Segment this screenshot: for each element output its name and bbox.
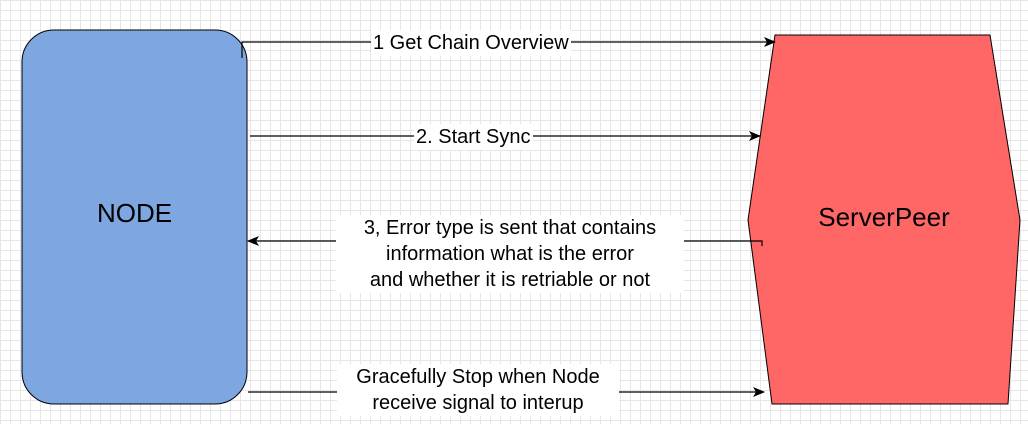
server-peer-label: ServerPeer bbox=[818, 202, 950, 232]
message-label-start-sync: 2. Start Sync bbox=[414, 124, 533, 150]
node-label: NODE bbox=[96, 198, 173, 228]
message-label-graceful-stop: Gracefully Stop when Node receive signal… bbox=[337, 364, 619, 416]
message-label-error-type: 3, Error type is sent that contains info… bbox=[336, 215, 684, 293]
message-label-get-chain-overview: 1 Get Chain Overview bbox=[371, 30, 571, 56]
arrow-get-chain-overview bbox=[241, 37, 776, 58]
server-peer-box bbox=[747, 34, 1021, 405]
node-box bbox=[21, 29, 248, 405]
